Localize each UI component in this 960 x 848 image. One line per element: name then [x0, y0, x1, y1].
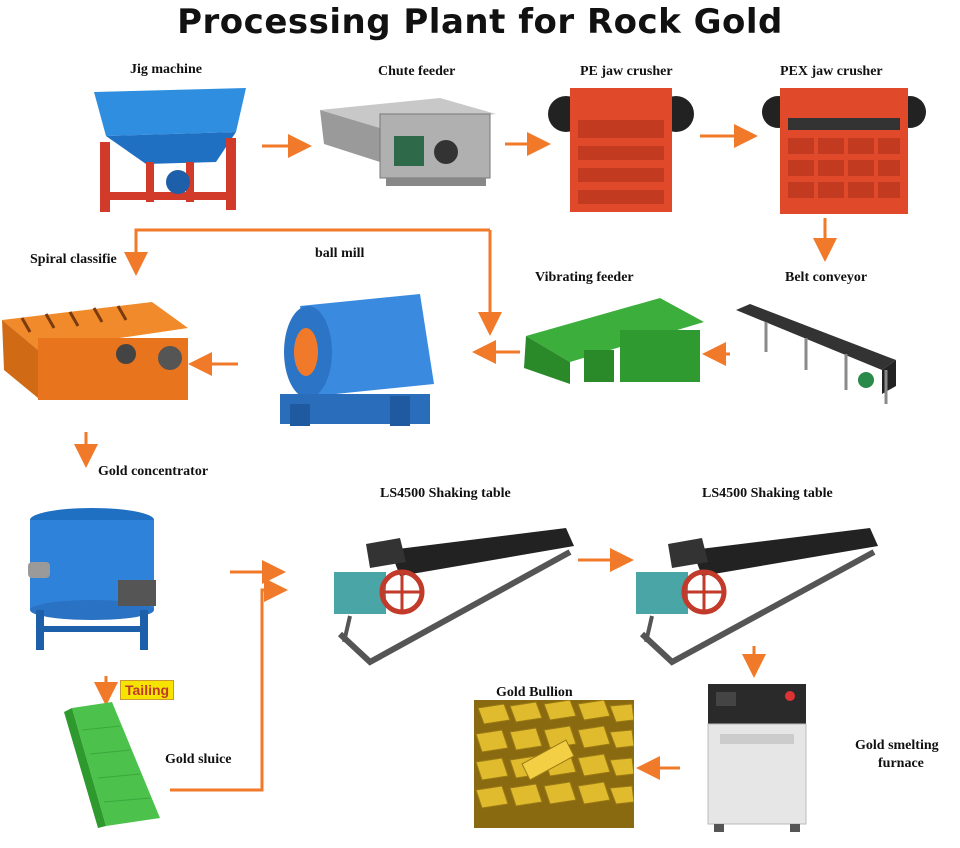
chute-feeder-image — [320, 98, 496, 186]
shaking-table-1-image — [334, 528, 574, 666]
page-title: Processing Plant for Rock Gold — [177, 2, 783, 42]
jig-machine-image — [94, 88, 246, 212]
label-chute-feeder: Chute feeder — [378, 64, 456, 79]
ball-mill-image — [280, 294, 434, 426]
label-shaking-table-1: LS4500 Shaking table — [380, 486, 511, 501]
spiral-classifier-image — [2, 302, 188, 400]
label-gold-bullion: Gold Bullion — [496, 685, 573, 700]
label-jig-machine: Jig machine — [130, 62, 202, 77]
gold-concentrator-image — [28, 508, 156, 650]
label-pex-jaw-crusher: PEX jaw crusher — [780, 64, 883, 79]
label-belt-conveyor: Belt conveyor — [785, 270, 868, 285]
arrow-sluice-to-shaking — [170, 578, 288, 792]
label-ball-mill: ball mill — [315, 246, 365, 261]
vibrating-feeder-image — [524, 298, 704, 384]
pe-jaw-crusher-image — [548, 88, 694, 212]
tailing-tag: Tailing — [120, 680, 175, 700]
label-furnace: furnace — [878, 756, 924, 771]
label-gold-sluice: Gold sluice — [165, 752, 232, 767]
label-spiral-classifier: Spiral classifie — [30, 252, 117, 267]
gold-sluice-image — [64, 702, 160, 828]
label-vibrating-feeder: Vibrating feeder — [535, 270, 634, 285]
label-gold-concentrator: Gold concentrator — [98, 464, 209, 479]
gold-smelting-furnace-image — [707, 684, 807, 832]
label-shaking-table-2: LS4500 Shaking table — [702, 486, 833, 501]
label-gold-smelting: Gold smelting — [855, 738, 939, 753]
belt-conveyor-image — [736, 304, 896, 404]
arrow-loop-to-spiral — [124, 228, 490, 276]
pex-jaw-crusher-image — [762, 88, 926, 214]
gold-bullion-image — [474, 700, 634, 828]
label-pe-jaw-crusher: PE jaw crusher — [580, 64, 673, 79]
shaking-table-2-image — [636, 528, 878, 666]
